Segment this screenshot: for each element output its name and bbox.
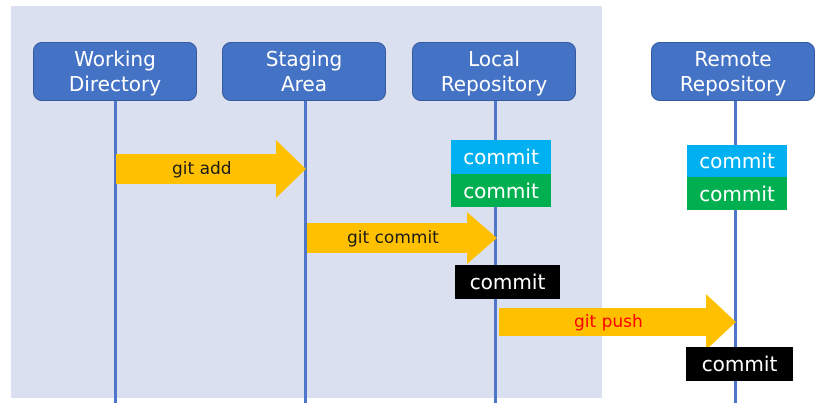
git-add-arrow-shape xyxy=(116,140,306,198)
remote-commit-2: commit xyxy=(687,177,787,210)
local-repository-lifeline xyxy=(494,100,497,403)
git-commit-arrow-shape xyxy=(307,212,497,264)
remote-repository-box: Remote Repository xyxy=(651,42,815,101)
git-push-arrow: git push xyxy=(499,294,736,350)
git-push-label: git push xyxy=(574,312,643,332)
git-commit-label: git commit xyxy=(347,228,439,248)
remote-commit-1: commit xyxy=(687,145,787,177)
remote-new-commit: commit xyxy=(686,347,793,381)
git-add-label: git add xyxy=(172,159,232,179)
git-push-arrow-shape xyxy=(499,294,736,350)
local-repository-box: Local Repository xyxy=(412,42,576,101)
git-commit-arrow: git commit xyxy=(307,212,497,264)
local-commit-1: commit xyxy=(451,140,551,174)
remote-repository-lifeline xyxy=(734,100,737,403)
staging-area-lifeline xyxy=(304,100,307,403)
staging-area-box: Staging Area xyxy=(222,42,386,101)
working-directory-box: Working Directory xyxy=(33,42,197,101)
local-new-commit: commit xyxy=(455,265,560,299)
local-commit-2: commit xyxy=(451,174,551,207)
git-add-arrow: git add xyxy=(116,140,306,198)
working-directory-lifeline xyxy=(114,100,117,403)
